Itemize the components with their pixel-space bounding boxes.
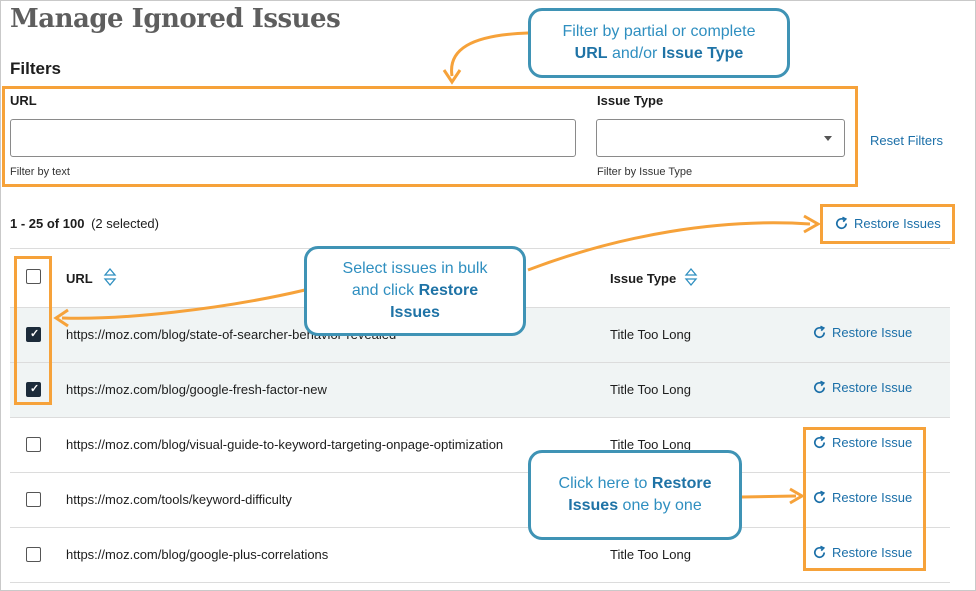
url-filter-input[interactable] <box>10 119 576 157</box>
refresh-icon <box>814 380 826 394</box>
restore-issue-button[interactable]: Restore Issue <box>812 380 912 395</box>
issue-type-field-help: Filter by Issue Type <box>597 166 693 178</box>
issue-type-field-label: Issue Type <box>597 93 664 108</box>
row-url: https://moz.com/blog/google-plus-correla… <box>66 547 329 562</box>
sort-icon[interactable] <box>103 266 117 288</box>
bulk-callout-line1: Select issues in bulk <box>342 260 488 277</box>
filters-heading: Filters <box>10 59 62 78</box>
bulk-callout-line3: Issues <box>390 304 440 321</box>
restore-issue-label: Restore Issue <box>832 435 913 450</box>
bulk-restore-highlight-box <box>820 204 955 244</box>
row-restore-highlight-box <box>803 427 926 571</box>
restore-issue-button[interactable]: Restore Issue <box>812 545 912 560</box>
row-url: https://moz.com/tools/keyword-difficulty <box>66 492 292 507</box>
single-callout-line1: Click here to Restore <box>558 475 712 492</box>
row-checkbox[interactable] <box>26 492 41 507</box>
restore-issue-label: Restore Issue <box>832 490 913 505</box>
restore-issue-label: Restore Issue <box>832 545 913 560</box>
restore-issue-button[interactable]: Restore Issue <box>812 490 912 505</box>
row-checkbox[interactable] <box>26 547 41 562</box>
row-issue-type: Title Too Long <box>610 437 691 452</box>
row-issue-type: Title Too Long <box>610 382 691 397</box>
sort-icon[interactable] <box>684 266 698 288</box>
column-header-url[interactable]: URL <box>66 271 93 286</box>
refresh-icon <box>814 435 826 449</box>
bulk-restore-label: Restore Issues <box>854 216 941 231</box>
table-row: ✓ https://moz.com/blog/google-fresh-fact… <box>10 362 950 417</box>
row-url: https://moz.com/blog/visual-guide-to-key… <box>66 437 504 452</box>
url-field-label: URL <box>10 93 37 108</box>
filter-callout-line1: Filter by partial or complete <box>562 23 756 40</box>
chevron-down-icon <box>824 136 832 141</box>
row-issue-type: Title Too Long <box>610 547 691 562</box>
bulk-callout-line2: and click Restore <box>351 282 479 299</box>
filters-highlight-box <box>2 86 858 187</box>
url-field-help: Filter by text <box>10 166 70 178</box>
table-row: https://moz.com/blog/google-plus-correla… <box>10 527 950 583</box>
issue-type-select[interactable] <box>596 119 845 157</box>
restore-issue-label: Restore Issue <box>832 325 913 340</box>
table-row: https://moz.com/blog/visual-guide-to-key… <box>10 417 950 472</box>
row-checkbox[interactable]: ✓ <box>26 327 41 342</box>
refresh-icon <box>836 216 848 230</box>
single-callout-line2: Issues one by one <box>568 497 702 514</box>
page-title: Manage Ignored Issues <box>10 4 341 34</box>
reset-filters-link[interactable]: Reset Filters <box>870 133 943 148</box>
checkbox-highlight-box <box>14 256 52 405</box>
row-url: https://moz.com/blog/google-fresh-factor… <box>66 382 327 397</box>
selected-count: (2 selected) <box>91 216 159 231</box>
select-all-checkbox[interactable] <box>26 269 41 284</box>
bulk-callout: Select issues in bulk and click Restore … <box>304 246 526 336</box>
refresh-icon <box>814 490 826 504</box>
result-range: 1 - 25 of 100 <box>10 216 85 231</box>
filter-callout-line2: URL and/or Issue Type <box>574 45 744 62</box>
result-count: 1 - 25 of 100 (2 selected) <box>10 216 159 231</box>
restore-issue-label: Restore Issue <box>832 380 913 395</box>
restore-issue-button[interactable]: Restore Issue <box>812 325 912 340</box>
row-checkbox[interactable] <box>26 437 41 452</box>
refresh-icon <box>814 545 826 559</box>
bulk-restore-button[interactable]: Restore Issues <box>834 216 941 231</box>
table-row: https://moz.com/tools/keyword-difficulty… <box>10 472 950 527</box>
single-restore-callout: Click here to Restore Issues one by one <box>528 450 742 540</box>
column-header-issue-type[interactable]: Issue Type <box>610 271 677 286</box>
filter-callout: Filter by partial or complete URL and/or… <box>528 8 790 78</box>
row-checkbox[interactable]: ✓ <box>26 382 41 397</box>
row-issue-type: Title Too Long <box>610 327 691 342</box>
restore-issue-button[interactable]: Restore Issue <box>812 435 912 450</box>
refresh-icon <box>814 325 826 339</box>
